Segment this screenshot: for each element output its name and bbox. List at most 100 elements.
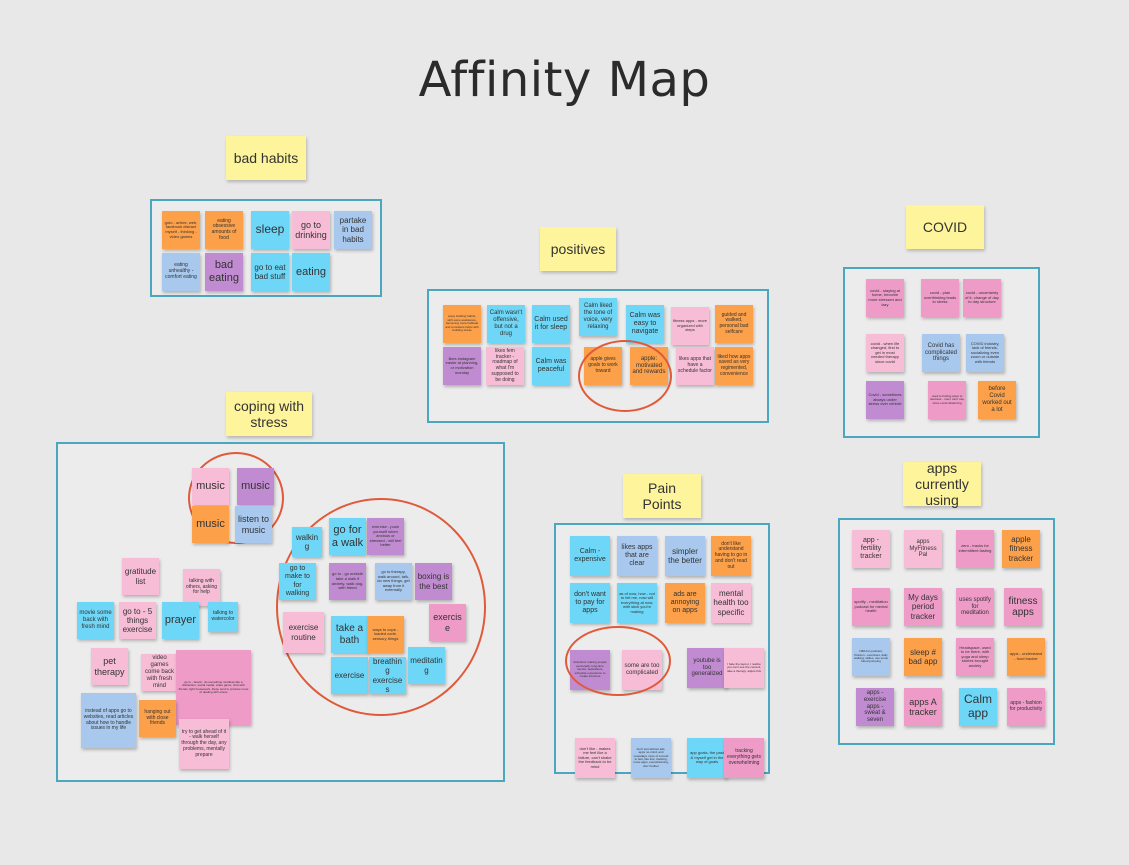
sticky-note[interactable]: goto - article, web, facebook distract m… <box>162 211 200 249</box>
sticky-note[interactable]: sleep # bad app <box>904 638 942 676</box>
positives-label[interactable]: positives <box>540 227 616 271</box>
sticky-note[interactable]: music <box>237 468 274 505</box>
sticky-note[interactable]: don't suit without ads, apps no-mind, an… <box>631 738 671 778</box>
sticky-note[interactable]: don't want to pay for apps <box>570 583 610 623</box>
sticky-note[interactable]: go to - heard - do something mindless li… <box>176 650 251 725</box>
sticky-note[interactable]: talking to watercolor <box>208 602 238 632</box>
sticky-note[interactable]: exercise <box>331 657 368 694</box>
sticky-note[interactable]: movie some back with fresh mind <box>77 602 114 639</box>
sticky-note[interactable]: spotify - meditation podcast for mental … <box>852 588 890 626</box>
sticky-note[interactable]: video games come back with fresh mind <box>141 654 178 691</box>
sticky-note[interactable]: take a bath <box>331 616 368 653</box>
sticky-note[interactable]: apps A tracker <box>904 688 942 726</box>
sticky-note[interactable]: go to - 5 things exercise <box>119 602 156 639</box>
sticky-note[interactable]: exercise - push yourself when anxious or… <box>367 518 404 555</box>
sticky-note[interactable]: apple fitness tracker <box>1002 530 1040 568</box>
sticky-note[interactable]: boxing is the best <box>415 563 452 600</box>
sticky-note[interactable]: NBA fun podcast, Peloton - exercises, da… <box>852 638 890 676</box>
sticky-note[interactable]: music <box>192 468 229 505</box>
sticky-note[interactable]: pet therapy <box>91 648 128 685</box>
sticky-note[interactable]: bad eating <box>205 253 243 291</box>
sticky-note[interactable]: go to - go outside take a walk if anxiet… <box>329 563 366 600</box>
sticky-note[interactable]: likes instagram easier at planning, or m… <box>443 347 481 385</box>
sticky-note[interactable]: used to finding ways to destress - now I… <box>928 381 966 419</box>
sticky-note[interactable]: Calm used it for sleep <box>532 305 570 343</box>
sticky-note[interactable]: exercise <box>429 604 466 641</box>
sticky-note[interactable]: don't like understand having to go in an… <box>711 536 751 576</box>
sticky-note[interactable]: breathing exercises <box>369 657 406 694</box>
sticky-note[interactable]: covid - when life changed, find to get i… <box>866 334 904 372</box>
sticky-note[interactable]: sleep <box>251 211 289 249</box>
sticky-note[interactable]: listen to music <box>235 506 272 543</box>
sticky-note[interactable]: apps - exercise apps - sweat & seven <box>856 688 894 726</box>
sticky-note[interactable]: Calm - expensive <box>570 536 610 576</box>
sticky-note[interactable]: covid - staying at home, become more str… <box>866 279 904 317</box>
activity-circle <box>276 498 486 716</box>
sticky-note[interactable]: Covid has complicated things <box>922 334 960 372</box>
sticky-note[interactable]: as of now, how - not to tell me, now wil… <box>617 583 657 623</box>
sticky-note[interactable]: hanging out with close friends <box>139 700 176 737</box>
sticky-note[interactable]: eating unhealthy - comfort eating <box>162 253 200 291</box>
sticky-note[interactable]: youtube is too generalized <box>687 648 727 688</box>
apps-label[interactable]: apps currently using <box>903 460 981 508</box>
sticky-note[interactable]: Calm liked the tone of voice, very relax… <box>579 298 617 336</box>
sticky-note[interactable]: covid - plan overthinking leads to stres… <box>921 279 959 317</box>
sticky-note[interactable]: enjoy building habits, with some assista… <box>443 305 481 343</box>
sticky-note[interactable]: partake in bad habits <box>334 211 372 249</box>
sticky-note[interactable]: before Covid worked out a lot <box>978 381 1016 419</box>
sticky-note[interactable]: apps - fashion for productivity <box>1007 688 1045 726</box>
sticky-note[interactable]: tracking everything gets overwhelming <box>724 738 764 778</box>
sticky-note[interactable]: music <box>192 506 229 543</box>
sticky-note[interactable]: zero - tracks for intermittent fasting <box>956 530 994 568</box>
bad-habits-label[interactable]: bad habits <box>226 136 306 180</box>
sticky-note[interactable]: app goals, the past & myself get in the … <box>687 738 727 778</box>
sticky-note[interactable]: Calm wasn't offensive, but not a drug <box>487 305 525 343</box>
sticky-note[interactable]: Calm was easy to navigate <box>626 305 664 343</box>
sticky-note[interactable]: ways to cope - loaded code, sensory thin… <box>367 616 404 653</box>
sticky-note[interactable]: likes apps that are clear <box>617 536 657 576</box>
sticky-note[interactable]: mental health too specific <box>711 583 751 623</box>
sticky-note[interactable]: likes fem tracker - roadmap of what I'm … <box>486 347 524 385</box>
sticky-note[interactable]: apps MyFitness Pal <box>904 530 942 568</box>
page-title: Affinity Map <box>418 52 711 108</box>
coping-label[interactable]: coping with stress <box>226 392 312 436</box>
sticky-note[interactable]: Calm app <box>959 688 997 726</box>
sticky-note[interactable]: exercise routine <box>283 612 324 653</box>
sticky-note[interactable]: walking <box>292 527 322 557</box>
sticky-note[interactable]: go to eat bad stuff <box>251 253 289 291</box>
sticky-note[interactable]: I hate the layout, I realize you can't s… <box>724 648 764 688</box>
sticky-note[interactable]: Calm was peaceful <box>532 347 570 385</box>
sticky-note[interactable]: prayer <box>162 602 199 639</box>
sticky-note[interactable]: Covid - sometimes always under stress ov… <box>866 381 904 419</box>
sticky-note[interactable]: covid - uncertainty of it, change of day… <box>963 279 1001 317</box>
sticky-note[interactable]: likes apps that have a schedule factor <box>676 347 714 385</box>
sticky-note[interactable]: go to drinking <box>292 211 330 249</box>
sticky-note[interactable]: go to therapy, walk around, talk, do new… <box>375 563 412 600</box>
sticky-note[interactable]: fitness apps - more organized with steps <box>671 307 709 345</box>
sticky-note[interactable]: liked how apps saved as very regimented,… <box>715 347 753 385</box>
sticky-note[interactable]: Headspace, used to be there, with yoga a… <box>956 638 994 676</box>
sticky-note[interactable]: guided and walked, personal bad selfcare <box>715 305 753 343</box>
sticky-note[interactable]: talking with others, asking for help <box>183 569 220 606</box>
sticky-note[interactable]: My days period tracker <box>904 588 942 626</box>
sticky-note[interactable]: instead of apps go to websites, read art… <box>81 693 136 748</box>
music-circle <box>188 452 284 544</box>
sticky-note[interactable]: app - fertility tracker <box>852 530 890 568</box>
sticky-note[interactable]: eating obsessive amounts of food <box>205 211 243 249</box>
sticky-note[interactable]: fitness apps <box>1004 588 1042 626</box>
sticky-note[interactable]: apps - understand - food tracker <box>1007 638 1045 676</box>
sticky-note[interactable]: COVID industry, lack of friends, sociali… <box>966 334 1004 372</box>
sticky-note[interactable]: ads are annoying on apps <box>665 583 705 623</box>
sticky-note[interactable]: go for a walk <box>329 518 366 555</box>
sticky-note[interactable]: don't like - makes me feel like a failur… <box>575 738 615 778</box>
sticky-note[interactable]: go to make to for walking <box>279 563 316 600</box>
sticky-note[interactable]: meditating <box>408 647 445 684</box>
sticky-note[interactable]: eating <box>292 253 330 291</box>
sticky-note[interactable]: try to get ahead of it - walk herself th… <box>179 719 229 769</box>
sticky-note[interactable]: uses spotify for meditation <box>956 588 994 626</box>
positives-highlight-circle <box>578 340 672 412</box>
sticky-note[interactable]: simpler the better <box>665 536 705 576</box>
covid-label[interactable]: COVID <box>906 205 984 249</box>
pain-points-label[interactable]: Pain Points <box>623 474 701 518</box>
sticky-note[interactable]: gratitude list <box>122 558 159 595</box>
